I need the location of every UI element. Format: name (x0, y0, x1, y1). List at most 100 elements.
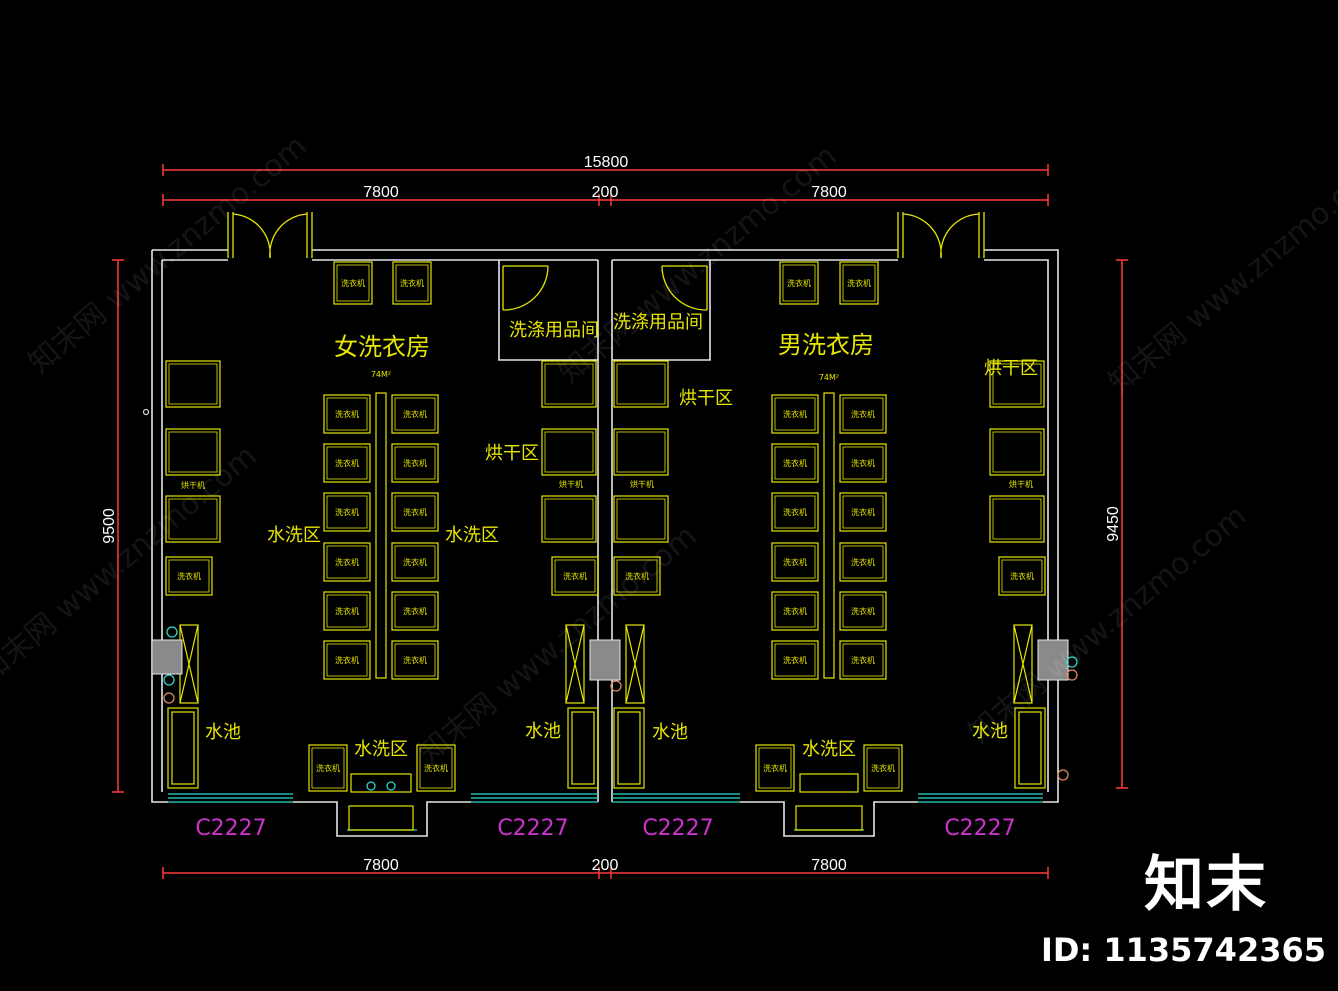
windows (168, 793, 1043, 831)
washer: 洗衣机 (323, 492, 371, 532)
washer: 洗衣机 (333, 261, 373, 305)
brand-logo: 知末 (1144, 850, 1268, 920)
washer-label: 洗衣机 (783, 557, 807, 567)
room-title-female: 女洗衣房 (334, 333, 430, 361)
washer: 洗衣机 (839, 261, 879, 305)
dim-left-top: 7800 (363, 184, 399, 201)
washer: 洗衣机 (839, 591, 887, 631)
brand-id: ID: 1135742365 (1040, 931, 1326, 969)
wash-zone-4: 水洗区 (802, 739, 856, 760)
washer: 洗衣机 (839, 492, 887, 532)
washer: 洗衣机 (551, 556, 599, 596)
washer-label: 洗衣机 (851, 557, 875, 567)
dim-height-left: 9500 (101, 508, 118, 544)
washer-label: 洗衣机 (403, 557, 427, 567)
washer-label: 洗衣机 (403, 606, 427, 616)
entrance-doors (227, 212, 985, 311)
dim-height-right: 9450 (1105, 506, 1122, 542)
washer-label: 洗衣机 (787, 278, 811, 288)
washer-label: 洗衣机 (1010, 571, 1034, 581)
washer-label: 洗衣机 (400, 278, 424, 288)
washer: 洗衣机 (771, 591, 819, 631)
washer-label: 洗衣机 (316, 763, 340, 773)
washer-label: 洗衣机 (335, 655, 359, 665)
sink-2: 水池 (525, 721, 561, 742)
sink-1: 水池 (205, 722, 241, 743)
washer-label: 洗衣机 (335, 606, 359, 616)
washer-label: 洗衣机 (871, 763, 895, 773)
washer-label: 洗衣机 (851, 606, 875, 616)
washer-label: 洗衣机 (403, 655, 427, 665)
washer: 洗衣机 (308, 744, 348, 792)
window-label-3: C2227 (642, 816, 713, 841)
washer: 洗衣机 (323, 591, 371, 631)
dryer (613, 428, 669, 476)
area-left: 74M² (371, 370, 391, 379)
dim-total: 15800 (584, 154, 629, 171)
washer: 洗衣机 (613, 556, 661, 596)
washer: 洗衣机 (839, 394, 887, 434)
dryer-label: 烘干机 (559, 479, 583, 489)
washer: 洗衣机 (779, 261, 819, 305)
washer-label: 洗衣机 (783, 655, 807, 665)
washer: 洗衣机 (391, 492, 439, 532)
dryer (541, 495, 597, 543)
window-label-2: C2227 (497, 816, 568, 841)
washer: 洗衣机 (416, 744, 456, 792)
equipment-layer: 洗衣机洗衣机洗衣机洗衣机洗衣机洗衣机洗衣机洗衣机洗衣机洗衣机洗衣机洗衣机洗衣机洗… (165, 261, 1046, 792)
washer-label: 洗衣机 (851, 655, 875, 665)
dry-zone-left: 烘干区 (485, 443, 539, 464)
dryer (541, 360, 597, 408)
window-label-1: C2227 (195, 816, 266, 841)
washer: 洗衣机 (771, 492, 819, 532)
washer-label: 洗衣机 (851, 409, 875, 419)
washer-label: 洗衣机 (335, 458, 359, 468)
area-right: 74M² (819, 373, 839, 382)
dim-right-top: 7800 (811, 184, 847, 201)
washer: 洗衣机 (998, 556, 1046, 596)
washer-label: 洗衣机 (563, 571, 587, 581)
washer-label: 洗衣机 (335, 557, 359, 567)
washer-label: 洗衣机 (851, 458, 875, 468)
washer: 洗衣机 (771, 394, 819, 434)
washer: 洗衣机 (863, 744, 903, 792)
washer: 洗衣机 (771, 443, 819, 483)
dryer (613, 360, 669, 408)
washer: 洗衣机 (771, 640, 819, 680)
washer-label: 洗衣机 (335, 507, 359, 517)
washer-label: 洗衣机 (783, 507, 807, 517)
washer-label: 洗衣机 (783, 409, 807, 419)
washer: 洗衣机 (391, 394, 439, 434)
dryer (989, 428, 1045, 476)
wash-zone-2: 水洗区 (445, 525, 499, 546)
dim-left-bottom: 7800 (363, 857, 399, 874)
washer: 洗衣机 (392, 261, 432, 305)
washer-label: 洗衣机 (847, 278, 871, 288)
room-title-male: 男洗衣房 (778, 331, 874, 359)
washer: 洗衣机 (839, 640, 887, 680)
dim-right-bottom: 7800 (811, 857, 847, 874)
washer-label: 洗衣机 (403, 507, 427, 517)
window-label-4: C2227 (944, 816, 1015, 841)
washer: 洗衣机 (771, 542, 819, 582)
dryer (613, 495, 669, 543)
sink-3: 水池 (652, 722, 688, 743)
window-labels: C2227 C2227 C2227 C2227 (195, 816, 1015, 841)
washer-label: 洗衣机 (783, 458, 807, 468)
wash-zone-3: 水洗区 (354, 739, 408, 760)
washer: 洗衣机 (391, 640, 439, 680)
washer-label: 洗衣机 (625, 571, 649, 581)
washer: 洗衣机 (323, 394, 371, 434)
dim-gap-top: 200 (592, 184, 619, 201)
dry-zone-mid: 烘干区 (679, 388, 733, 409)
washer-label: 洗衣机 (851, 507, 875, 517)
washer-label: 洗衣机 (424, 763, 448, 773)
dryer (989, 360, 1045, 408)
washer-label: 洗衣机 (335, 409, 359, 419)
washer-label: 洗衣机 (763, 763, 787, 773)
washer-label: 洗衣机 (403, 409, 427, 419)
washer: 洗衣机 (391, 542, 439, 582)
supplies-right: 洗涤用品间 (613, 312, 703, 333)
washer: 洗衣机 (323, 443, 371, 483)
dryer (541, 428, 597, 476)
